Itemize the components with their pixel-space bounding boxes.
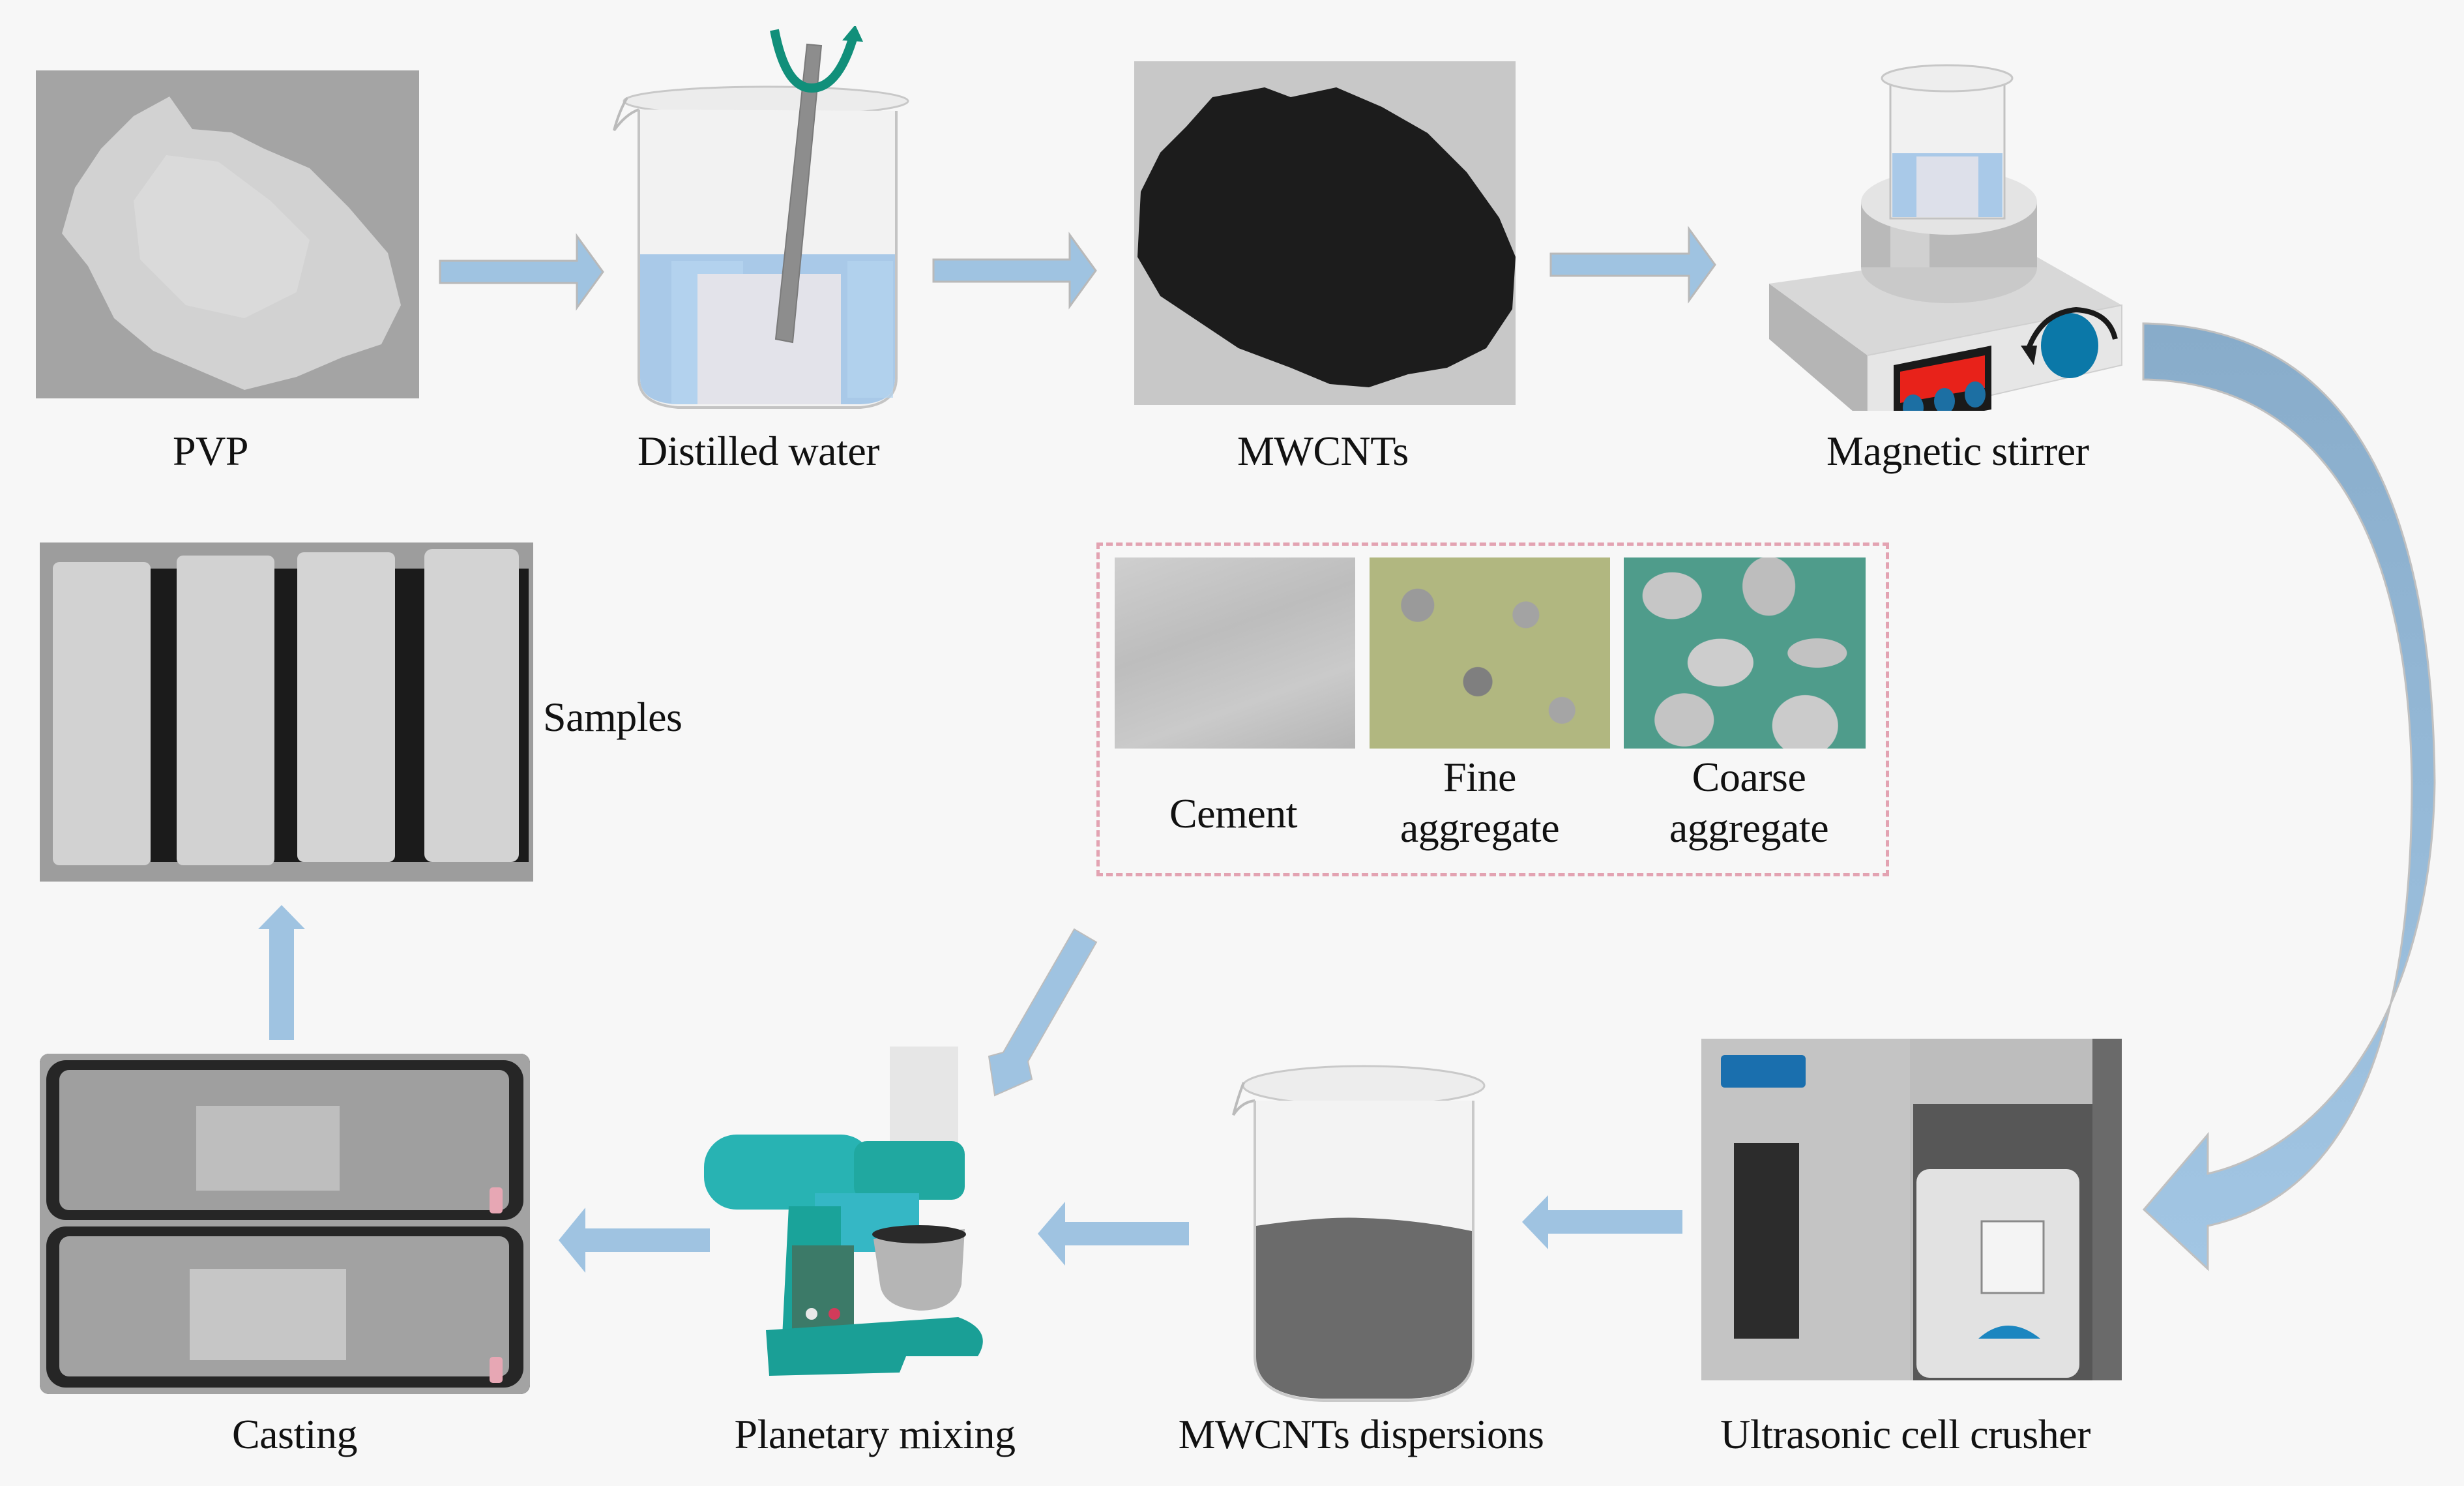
knob-rotation-arrow-icon	[2025, 306, 2118, 353]
ultrasonic-cell-crusher-label: Ultrasonic cell crusher	[1720, 1411, 2090, 1457]
stirrer-display-icon	[1900, 355, 1985, 403]
fine-aggregate-label-line2: aggregate	[1400, 805, 1560, 851]
arrow-dispersions-to-mixing	[1038, 1202, 1189, 1266]
planetary-mixer-illustration	[704, 1047, 983, 1376]
fine-aggregate-photo	[1370, 557, 1610, 749]
mixer-control-panel-icon	[792, 1245, 854, 1333]
pvp-powder-image	[36, 70, 419, 398]
mixer-bowl-icon	[873, 1229, 965, 1311]
casting-label: Casting	[231, 1411, 358, 1457]
casting-molds-image	[40, 1054, 530, 1394]
arrow-water-to-mwcnts	[932, 231, 1097, 310]
stir-rotation-arrow-icon	[770, 29, 857, 93]
curved-arrow-stirrer-to-crusher	[2142, 322, 2436, 1271]
arrow-materials-to-mixing	[988, 928, 1098, 1097]
pvp-photo	[36, 70, 419, 398]
stirrer-button-icon	[1965, 381, 1986, 408]
samples-photo	[40, 542, 533, 882]
stirrer-button-icon	[1934, 388, 1955, 411]
mwcnts-photo	[1134, 61, 1516, 405]
beaker-mwcnts-dispersion	[1232, 1065, 1486, 1402]
beaker-distilled-water	[613, 26, 909, 409]
fine-aggregate-label-line1: Fine	[1443, 754, 1516, 800]
distilled-water-label: Distilled water	[638, 428, 880, 474]
coarse-aggregate-photo	[1624, 557, 1866, 749]
magnetic-stirrer-illustration	[1769, 64, 2122, 411]
materials-group-box	[1096, 542, 1889, 876]
ultrasonic-cell-crusher-photo	[1701, 1039, 2122, 1380]
stirrer-button-icon	[1903, 394, 1924, 411]
stirrer-knob-icon	[2041, 313, 2098, 378]
samples-label: Samples	[543, 694, 682, 740]
coarse-aggregate-label-line1: Coarse	[1692, 754, 1806, 800]
mwcnts-dispersion-liquid	[1256, 1217, 1472, 1399]
arrow-pvp-to-water	[439, 233, 604, 311]
casting-photo	[40, 1054, 530, 1394]
arrow-crusher-to-dispersions	[1522, 1195, 1682, 1249]
ultrasonic-crusher-image	[1701, 1039, 2122, 1380]
arrow-casting-to-samples	[258, 905, 305, 1040]
magnetic-stirrer-label: Magnetic stirrer	[1826, 428, 2089, 474]
arrow-mixing-to-casting	[559, 1208, 710, 1273]
arrow-mwcnts-to-stirrer	[1549, 226, 1716, 304]
coarse-aggregate-label-line2: aggregate	[1669, 805, 1829, 851]
cement-label: Cement	[1169, 790, 1298, 837]
mwcnts-powder-image	[1134, 61, 1516, 405]
concrete-samples-image	[40, 542, 533, 882]
mwcnts-dispersions-label: MWCNTs dispersions	[1178, 1411, 1544, 1457]
planetary-mixing-label: Planetary mixing	[734, 1411, 1016, 1457]
cement-photo	[1115, 557, 1355, 749]
mwcnts-label: MWCNTs	[1237, 428, 1409, 474]
pvp-label: PVP	[173, 428, 248, 474]
glass-rod-icon	[774, 43, 823, 344]
